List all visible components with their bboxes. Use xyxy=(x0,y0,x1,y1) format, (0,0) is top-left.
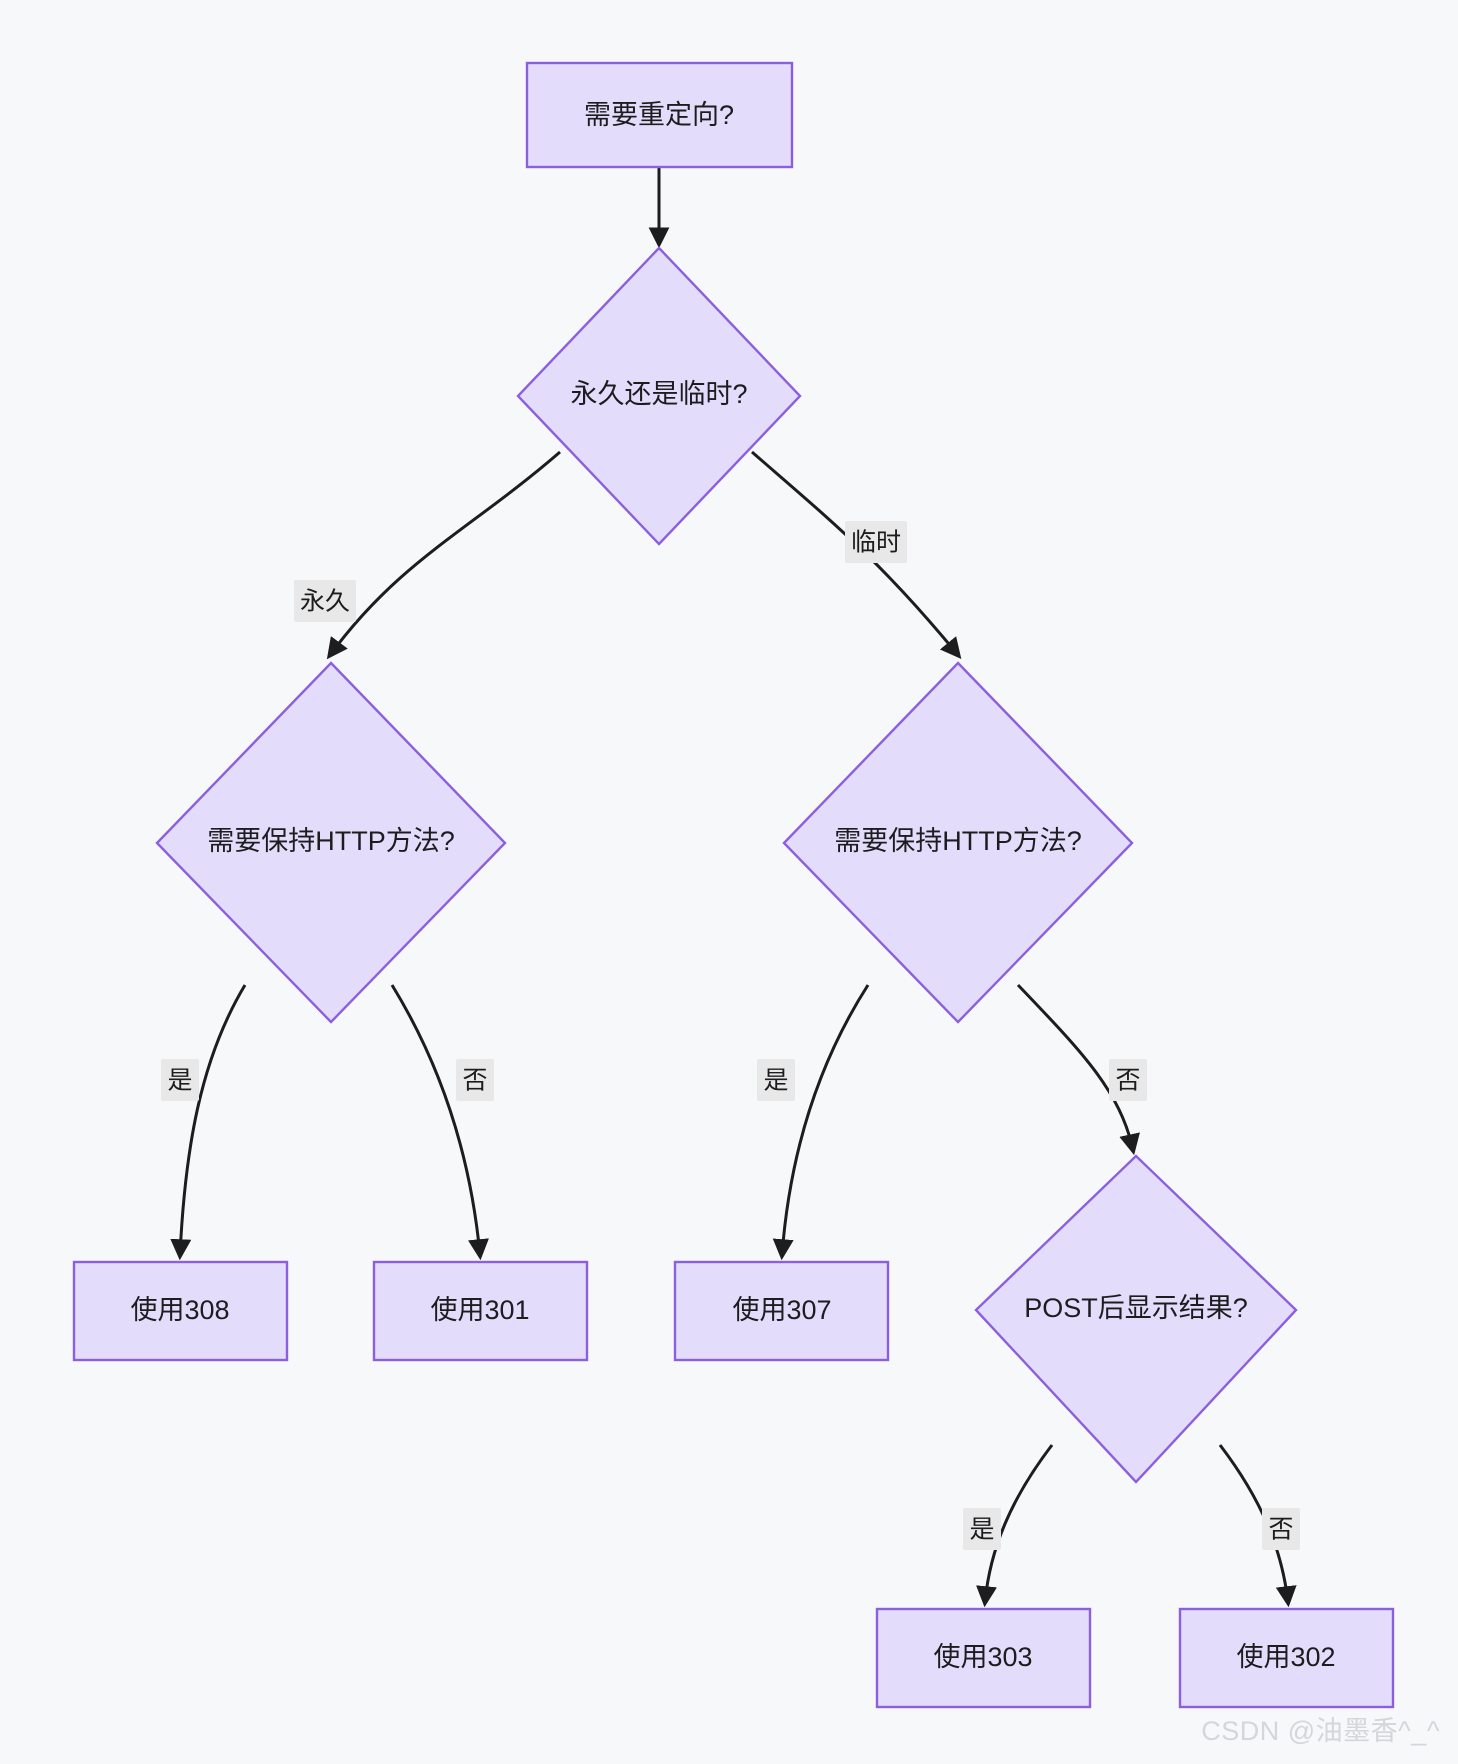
edge-label-permanent: 永久 xyxy=(294,580,356,622)
node-keep-http-method-right[interactable]: 需要保持HTTP方法? xyxy=(782,661,1134,1024)
csdn-watermark: CSDN @油墨香^_^ xyxy=(1201,1716,1440,1746)
edge-label-no-left-text: 否 xyxy=(462,1067,487,1095)
edge-label-yes-right: 是 xyxy=(757,1059,795,1101)
node-keep-http-method-left-label: 需要保持HTTP方法? xyxy=(207,826,455,856)
edge-label-layer: 永久 临时 是 否 是 否 xyxy=(161,521,1300,1550)
edge-label-yes-post: 是 xyxy=(963,1508,1001,1550)
node-use-303[interactable]: 使用303 xyxy=(875,1607,1092,1709)
edge-label-temporary-text: 临时 xyxy=(851,529,901,557)
edge-label-no-left: 否 xyxy=(456,1059,494,1101)
edge-label-no-post-text: 否 xyxy=(1268,1516,1293,1544)
node-keep-http-method-left[interactable]: 需要保持HTTP方法? xyxy=(155,661,507,1024)
node-post-show-result[interactable]: POST后显示结果? xyxy=(974,1154,1298,1484)
node-use-308[interactable]: 使用308 xyxy=(72,1260,289,1362)
node-use-303-label: 使用303 xyxy=(933,1642,1032,1672)
node-use-302-label: 使用302 xyxy=(1236,1642,1335,1672)
edge-label-no-right-text: 否 xyxy=(1115,1067,1140,1095)
edge-permtemp-to-keepleft xyxy=(326,450,561,660)
edge-label-no-right: 否 xyxy=(1109,1059,1147,1101)
edge-label-no-post: 否 xyxy=(1262,1508,1300,1550)
edge-label-yes-post-text: 是 xyxy=(969,1516,994,1544)
edge-label-yes-right-text: 是 xyxy=(763,1067,788,1095)
node-need-redirect[interactable]: 需要重定向? xyxy=(525,61,794,169)
node-permanent-or-temporary-label: 永久还是临时? xyxy=(570,379,747,409)
node-use-307-label: 使用307 xyxy=(732,1295,831,1325)
node-post-show-result-label: POST后显示结果? xyxy=(1024,1293,1248,1323)
node-use-301[interactable]: 使用301 xyxy=(372,1260,589,1362)
edge-keepleft-to-use308 xyxy=(170,984,247,1261)
edge-keepright-to-postshow xyxy=(1016,983,1140,1156)
node-layer: 需要重定向? 永久还是临时? 需要保持HTTP方法? 需要保持HTTP方法? 使… xyxy=(72,61,1395,1709)
node-need-redirect-label: 需要重定向? xyxy=(584,100,734,130)
node-use-301-label: 使用301 xyxy=(430,1295,529,1325)
node-keep-http-method-right-label: 需要保持HTTP方法? xyxy=(834,826,1082,856)
edge-label-temporary: 临时 xyxy=(845,521,907,563)
node-use-302[interactable]: 使用302 xyxy=(1178,1607,1395,1709)
node-permanent-or-temporary[interactable]: 永久还是临时? xyxy=(516,246,802,546)
edge-keepleft-to-use301 xyxy=(390,984,489,1261)
edge-label-yes-left: 是 xyxy=(161,1059,199,1101)
node-use-308-label: 使用308 xyxy=(130,1295,229,1325)
edge-label-yes-left-text: 是 xyxy=(167,1067,192,1095)
edge-keepright-to-use307 xyxy=(772,984,870,1261)
node-use-307[interactable]: 使用307 xyxy=(673,1260,890,1362)
edge-label-permanent-text: 永久 xyxy=(300,588,350,616)
edge-postshow-to-use303 xyxy=(976,1444,1054,1608)
